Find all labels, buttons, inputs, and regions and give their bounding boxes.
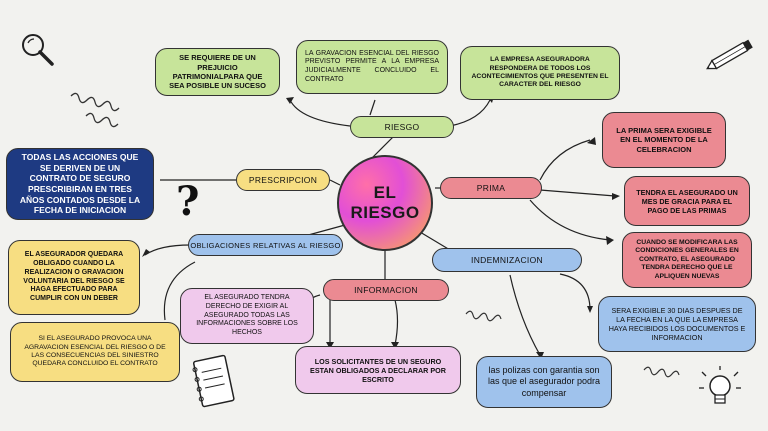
node-obligado: EL ASEGURADOR QUEDARA OBLIGADO CUANDO LA…: [8, 240, 140, 315]
node-acciones: TODAS LAS ACCIONES QUE SE DERIVEN DE UN …: [6, 148, 154, 220]
node-gravacion: LA GRAVACION ESENCIAL DEL RIESGO PREVIST…: [296, 40, 448, 94]
node-derecho: EL ASEGURADO TENDRA DERECHO DE EXIGIR AL…: [180, 288, 314, 344]
node-prejuicio: SE REQUIERE DE UN PREJUICIO PATRIMONIALP…: [155, 48, 280, 96]
branch-indemnizacion: INDEMNIZACION: [432, 248, 582, 272]
pencil-icon: [706, 39, 753, 70]
spiral-doodle-3: [643, 366, 680, 378]
branch-obligaciones: OBLIGACIONES RELATIVAS AL RIESGO: [188, 234, 343, 256]
branch-riesgo: RIESGO: [350, 116, 454, 138]
node-polizas: las polizas con garantia son las que el …: [476, 356, 612, 408]
spiral-doodle: [70, 92, 120, 128]
branch-informacion: INFORMACION: [323, 279, 449, 301]
node-empresa: LA EMPRESA ASEGURADORA RESPONDERA DE TOD…: [460, 46, 620, 100]
notebook-icon: [192, 354, 235, 408]
central-title-line2: RIESGO: [350, 203, 420, 222]
question-mark-doodle: ?: [176, 178, 200, 225]
central-topic: EL RIESGO: [337, 155, 433, 251]
node-prima-exigible: LA PRIMA SERA EXIGIBLE EN EL MOMENTO DE …: [602, 112, 726, 168]
node-provoca: SI EL ASEGURADO PROVOCA UNA AGRAVACION E…: [10, 322, 180, 382]
node-condiciones: CUANDO SE MODIFICARA LAS CONDICIONES GEN…: [622, 232, 752, 288]
spiral-doodle-2: [465, 310, 502, 322]
node-solicitantes: LOS SOLICITANTES DE UN SEGURO ESTAN OBLI…: [295, 346, 461, 394]
branch-prescripcion: PRESCRIPCION: [236, 169, 330, 191]
central-title-line1: EL: [373, 183, 397, 203]
node-treinta-dias: SERA EXIGIBLE 30 DIAS DESPUES DE LA FECH…: [598, 296, 756, 352]
lightbulb-icon: [699, 366, 741, 404]
magnifier-icon: [22, 34, 54, 66]
branch-prima: PRIMA: [440, 177, 542, 199]
node-mes-gracia: TENDRA EL ASEGURADO UN MES DE GRACIA PAR…: [624, 176, 750, 226]
